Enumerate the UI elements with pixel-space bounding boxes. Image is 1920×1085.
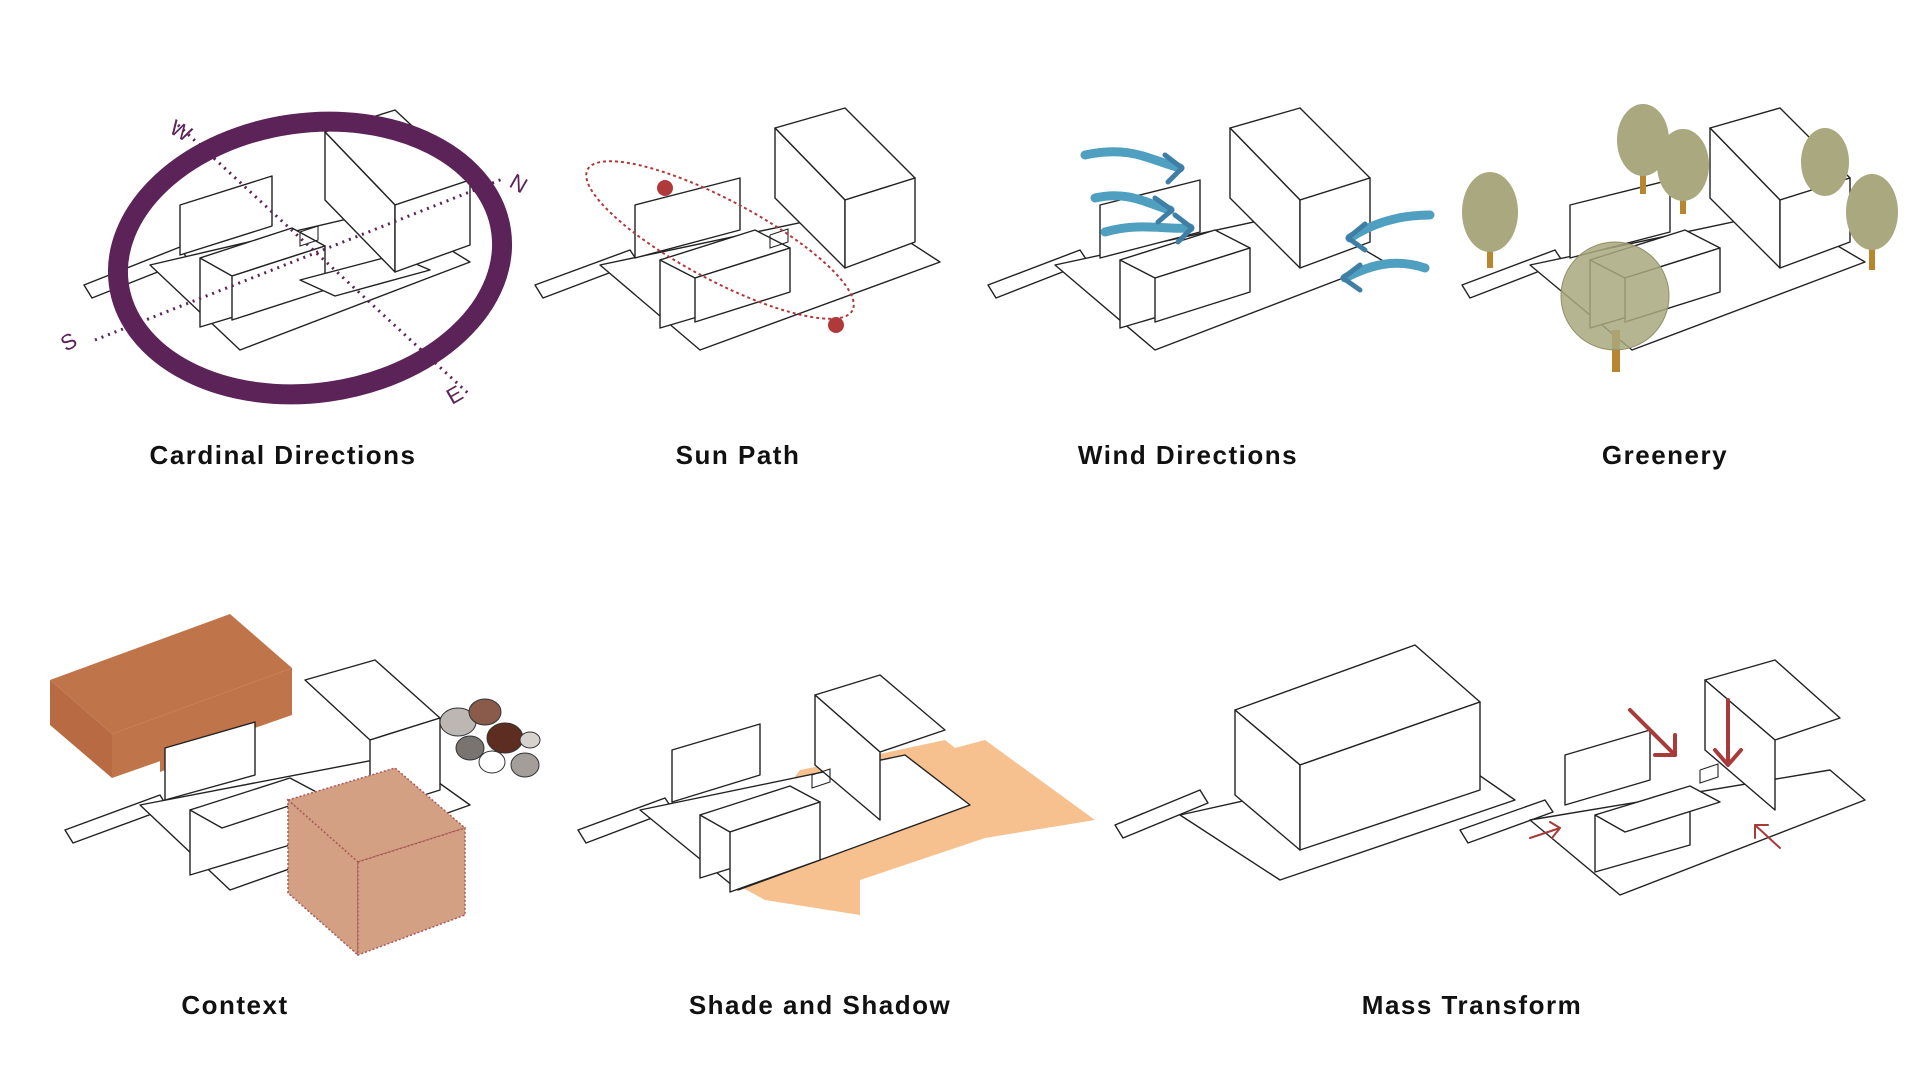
panel-title-sun-path: Sun Path (676, 440, 801, 471)
panel-shade-and-shadow (578, 675, 1095, 915)
panel-title-greenery: Greenery (1602, 440, 1728, 471)
mass-solid-block (1115, 645, 1515, 880)
panel-title-shade-and-shadow: Shade and Shadow (689, 990, 951, 1021)
panel-mass-transform (1115, 645, 1865, 895)
compass-label-east: E (442, 380, 467, 409)
panel-cardinal-directions: W N S E (56, 97, 532, 418)
tree-icon (1801, 128, 1849, 196)
tree-icon (1462, 172, 1518, 268)
panel-wind-directions (988, 108, 1430, 350)
panel-title-wind-directions: Wind Directions (1078, 440, 1298, 471)
building-model (1460, 660, 1865, 895)
compass-label-north: N (506, 169, 532, 199)
compass-label-west: W (166, 115, 197, 147)
sun-icon (657, 180, 673, 196)
tree-icon (1561, 242, 1669, 372)
panel-sun-path (535, 108, 940, 350)
rock-cluster-icon (440, 699, 540, 777)
panel-title-cardinal-directions: Cardinal Directions (150, 440, 417, 471)
panel-context (50, 614, 540, 955)
panel-title-mass-transform: Mass Transform (1362, 990, 1582, 1021)
building-model (535, 108, 940, 350)
compass-label-south: S (56, 327, 81, 356)
sun-icon (828, 317, 844, 333)
panel-greenery (1462, 104, 1898, 372)
panel-title-context: Context (181, 990, 288, 1021)
